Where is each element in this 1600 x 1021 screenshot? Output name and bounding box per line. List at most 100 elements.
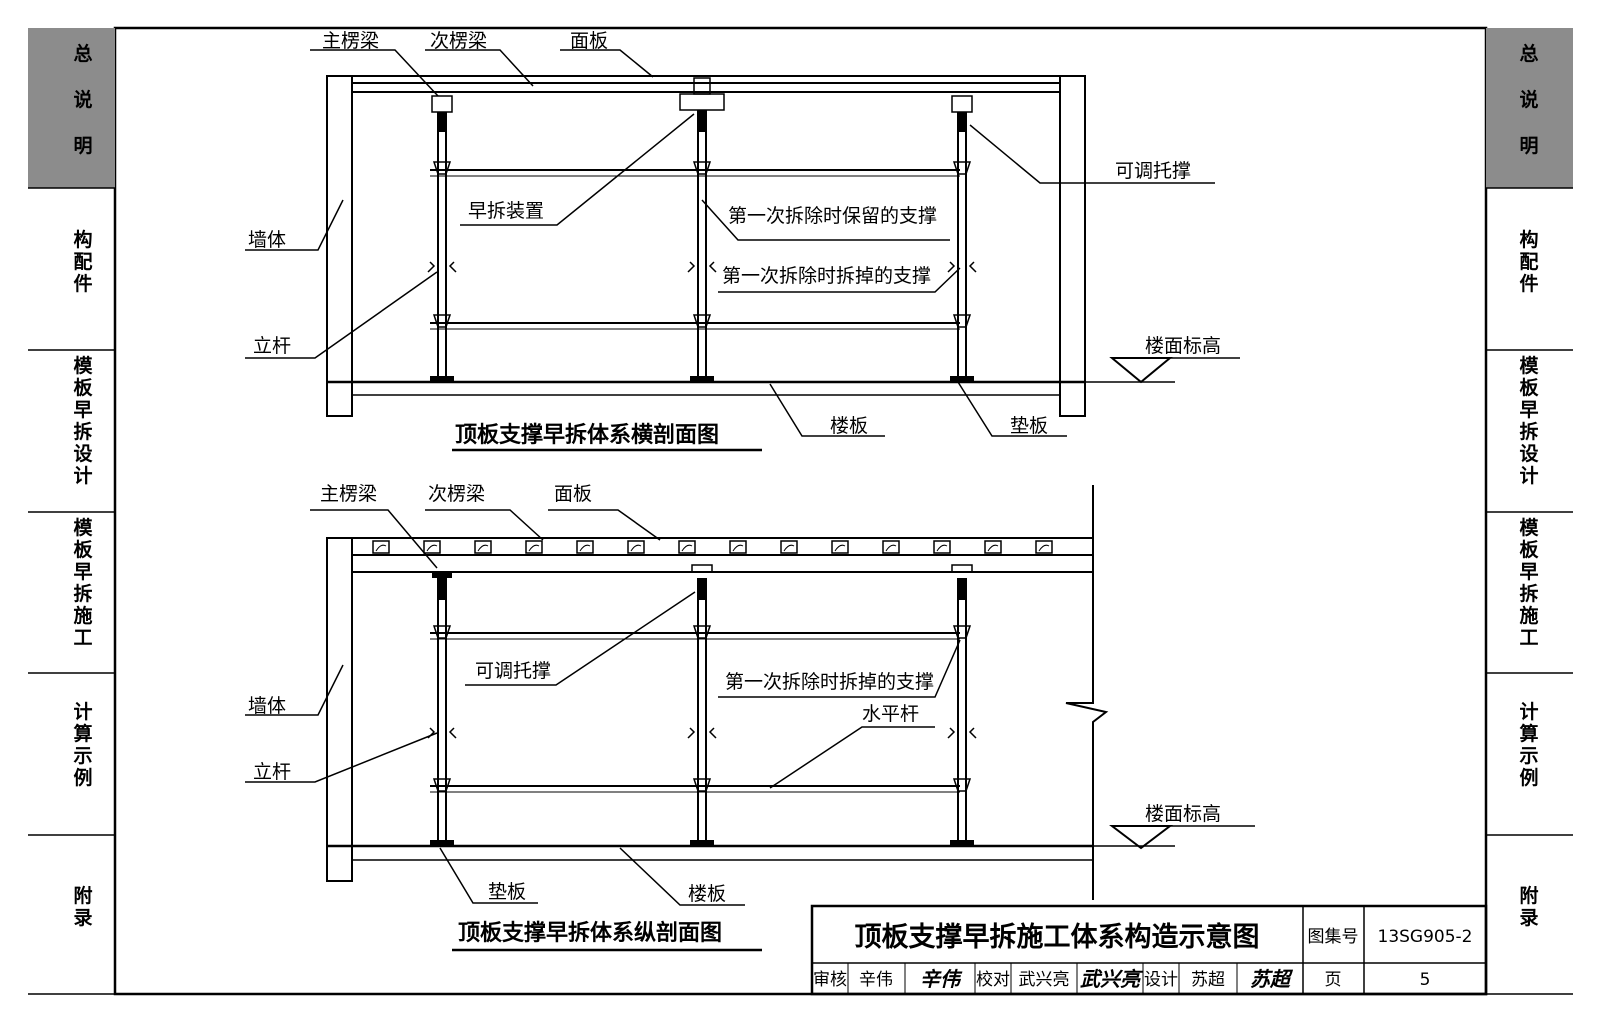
secondary-beam-block bbox=[678, 540, 696, 554]
secondary-beam-hatch bbox=[426, 544, 438, 552]
secondary-beam-block bbox=[372, 540, 390, 554]
nav-item-formwork-construction[interactable]: 模板早拆施工 bbox=[73, 516, 93, 649]
label-floor-elevation: 楼面标高 bbox=[1145, 335, 1221, 357]
secondary-beam-hatch bbox=[477, 544, 489, 552]
label-panel: 面板 bbox=[570, 30, 608, 52]
label-removed-support: 第一次拆除时拆掉的支撑 bbox=[722, 265, 931, 287]
longitudinal-title: 顶板支撑早拆体系纵剖面图 bbox=[458, 920, 722, 946]
secondary-beam-block bbox=[984, 540, 1002, 554]
elevation-symbol bbox=[1109, 825, 1173, 850]
break-line bbox=[1065, 485, 1109, 900]
checker-signature: 武兴亮 bbox=[1080, 967, 1143, 991]
secondary-beam-block bbox=[474, 540, 492, 554]
page-label: 页 bbox=[1325, 970, 1342, 990]
side-nav-left: 总说明 构配件 模板早拆设计 模板早拆施工 计算示例 附录 bbox=[28, 28, 115, 995]
drawing-title: 顶板支撑早拆施工体系构造示意图 bbox=[855, 921, 1260, 953]
nav-active-background bbox=[1486, 28, 1573, 188]
label-secondary-beam: 次楞梁 bbox=[428, 483, 485, 505]
label-floor-elevation: 楼面标高 bbox=[1145, 803, 1221, 825]
label-wall: 墙体 bbox=[248, 229, 286, 251]
label-early-device: 早拆装置 bbox=[468, 200, 544, 222]
secondary-beam-block bbox=[831, 540, 849, 554]
atlas-label: 图集号 bbox=[1308, 927, 1359, 947]
secondary-beam-block bbox=[1035, 540, 1053, 554]
secondary-beam-block bbox=[423, 540, 441, 554]
nav-item-components[interactable]: 构配件 bbox=[73, 228, 92, 295]
secondary-beam-hatch bbox=[528, 544, 540, 552]
transverse-section: 主楞梁 次楞梁 面板 可调托撑 早拆装置 第一次拆除时保留的支撑 第一次拆除时拆… bbox=[245, 30, 1240, 452]
label-adjustable-support: 可调托撑 bbox=[475, 660, 551, 682]
nav-item-appendix[interactable]: 附录 bbox=[73, 884, 92, 929]
secondary-beam-block bbox=[627, 540, 645, 554]
wall-left bbox=[326, 537, 353, 882]
atlas-number: 13SG905-2 bbox=[1378, 927, 1473, 947]
label-wall: 墙体 bbox=[248, 695, 286, 717]
label-pole: 立杆 bbox=[253, 761, 291, 783]
secondary-beam-row bbox=[372, 540, 1053, 554]
secondary-beam-hatch bbox=[834, 544, 846, 552]
drawing-frame bbox=[113, 26, 1488, 996]
label-panel: 面板 bbox=[554, 483, 592, 505]
secondary-beam-block bbox=[729, 540, 747, 554]
review-label: 审核 bbox=[813, 970, 847, 990]
label-main-beam: 主楞梁 bbox=[322, 30, 379, 52]
panel bbox=[351, 75, 1061, 84]
secondary-beam-block bbox=[933, 540, 951, 554]
pole bbox=[947, 95, 977, 382]
label-slab: 楼板 bbox=[688, 883, 726, 905]
secondary-beam-block bbox=[525, 540, 543, 554]
nav-item-calc-example[interactable]: 计算示例 bbox=[73, 701, 92, 789]
check-label: 校对 bbox=[976, 970, 1010, 990]
wall-right bbox=[1059, 75, 1086, 417]
secondary-beam-hatch bbox=[375, 544, 387, 552]
secondary-beam-hatch bbox=[936, 544, 948, 552]
designer-signature: 苏超 bbox=[1250, 967, 1294, 991]
nav-item-formwork-design[interactable]: 模板早拆设计 bbox=[1519, 354, 1539, 487]
label-main-beam: 主楞梁 bbox=[320, 483, 377, 505]
secondary-beam-block bbox=[780, 540, 798, 554]
pole bbox=[947, 564, 977, 846]
secondary-beam-hatch bbox=[732, 544, 744, 552]
transverse-title: 顶板支撑早拆体系横剖面图 bbox=[455, 422, 719, 448]
nav-item-formwork-design[interactable]: 模板早拆设计 bbox=[73, 354, 93, 487]
wall-left bbox=[326, 75, 353, 417]
label-base-plate: 垫板 bbox=[488, 881, 526, 903]
secondary-beam-hatch bbox=[885, 544, 897, 552]
secondary-beam-hatch bbox=[579, 544, 591, 552]
secondary-beam-hatch bbox=[630, 544, 642, 552]
nav-active-background bbox=[28, 28, 115, 188]
nav-item-general[interactable]: 总说明 bbox=[1519, 42, 1538, 157]
label-base-plate: 垫板 bbox=[1010, 415, 1048, 437]
label-secondary-beam: 次楞梁 bbox=[430, 30, 487, 52]
longitudinal-section: 主楞梁 次楞梁 面板 可调托撑 第一次拆除时拆掉的支撑 水平杆 墙体 立杆 楼面… bbox=[245, 483, 1255, 952]
nav-item-components[interactable]: 构配件 bbox=[1519, 228, 1538, 295]
pole bbox=[427, 572, 457, 846]
secondary-beam-hatch bbox=[783, 544, 795, 552]
label-pole: 立杆 bbox=[253, 335, 291, 357]
label-removed-support: 第一次拆除时拆掉的支撑 bbox=[725, 671, 934, 693]
title-block: 顶板支撑早拆施工体系构造示意图 图集号 13SG905-2 审核 辛伟 辛伟 校… bbox=[810, 904, 1488, 996]
reviewer-name: 辛伟 bbox=[859, 970, 893, 990]
label-horizontal-bar: 水平杆 bbox=[862, 703, 919, 725]
pole bbox=[427, 95, 457, 382]
nav-item-calc-example[interactable]: 计算示例 bbox=[1519, 701, 1538, 789]
label-slab: 楼板 bbox=[830, 415, 868, 437]
secondary-beam-block bbox=[576, 540, 594, 554]
reviewer-signature: 辛伟 bbox=[920, 967, 963, 991]
nav-item-formwork-construction[interactable]: 模板早拆施工 bbox=[1519, 516, 1539, 649]
secondary-beam-hatch bbox=[987, 544, 999, 552]
nav-item-general[interactable]: 总说明 bbox=[73, 42, 92, 157]
design-label: 设计 bbox=[1144, 970, 1178, 990]
side-nav-right: 总说明 构配件 模板早拆设计 模板早拆施工 计算示例 附录 bbox=[1486, 28, 1573, 995]
checker-name: 武兴亮 bbox=[1019, 970, 1070, 990]
label-retained-support: 第一次拆除时保留的支撑 bbox=[728, 205, 937, 227]
pole bbox=[679, 77, 725, 382]
secondary-beam-block bbox=[882, 540, 900, 554]
secondary-beam-hatch bbox=[1038, 544, 1050, 552]
pole bbox=[687, 564, 717, 846]
nav-item-appendix[interactable]: 附录 bbox=[1519, 884, 1538, 929]
secondary-beam-hatch bbox=[681, 544, 693, 552]
label-adjustable-support: 可调托撑 bbox=[1115, 160, 1191, 182]
designer-name: 苏超 bbox=[1191, 970, 1225, 990]
